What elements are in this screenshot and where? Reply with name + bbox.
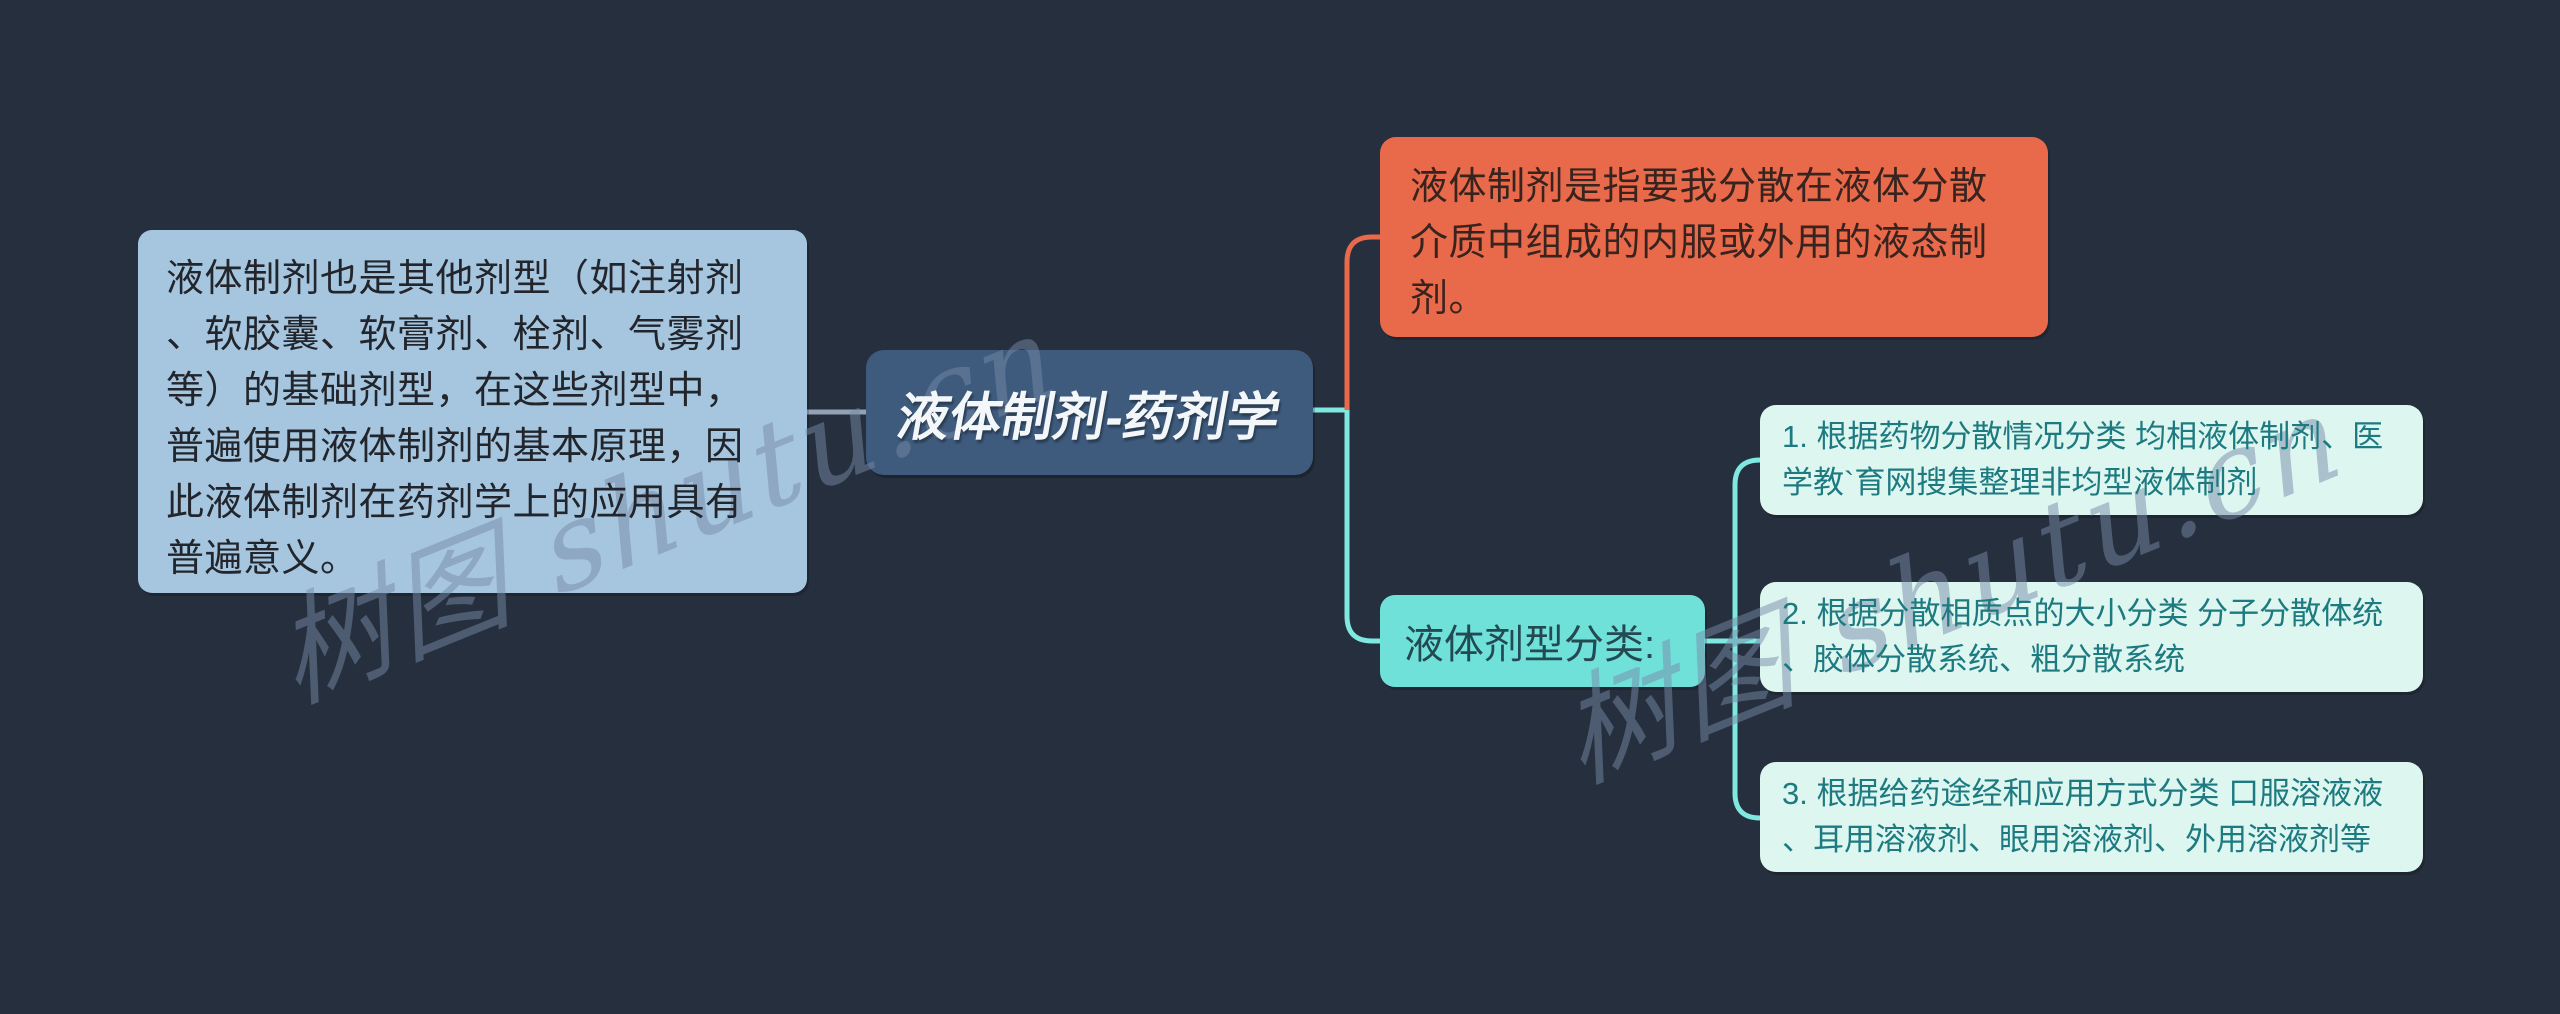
left-note-text: 液体制剂也是其他剂型（如注射剂 、软胶囊、软膏剂、栓剂、气雾剂 等）的基础剂型，… (166, 258, 744, 580)
connector-definition-note (1344, 234, 1381, 412)
connector-items-bracket (1732, 457, 1761, 821)
root-node[interactable]: 液体制剂-药剂学 (866, 350, 1313, 475)
classification-item-1-text: 1. 根据药物分散情况分类 均相液体制剂、医 学教`育网搜集整理非均型液体制剂 (1782, 419, 2384, 500)
connector-classification-node (1344, 410, 1381, 644)
root-node-title: 液体制剂-药剂学 (892, 389, 1285, 447)
classification-node[interactable]: 液体剂型分类: (1380, 595, 1705, 687)
classification-item-1[interactable]: 1. 根据药物分散情况分类 均相液体制剂、医 学教`育网搜集整理非均型液体制剂 (1760, 405, 2423, 515)
definition-note-text: 液体制剂是指要我分散在液体分散 介质中组成的内服或外用的液态制 剂。 (1410, 166, 1988, 320)
classification-item-3[interactable]: 3. 根据给药途经和应用方式分类 口服溶液液 、耳用溶液剂、眼用溶液剂、外用溶液… (1760, 762, 2423, 872)
classification-item-2-text: 2. 根据分散相质点的大小分类 分子分散体统 、胶体分散系统、粗分散系统 (1782, 596, 2384, 677)
definition-note-node[interactable]: 液体制剂是指要我分散在液体分散 介质中组成的内服或外用的液态制 剂。 (1380, 137, 2048, 337)
classification-node-label: 液体剂型分类: (1404, 623, 1656, 667)
classification-item-2[interactable]: 2. 根据分散相质点的大小分类 分子分散体统 、胶体分散系统、粗分散系统 (1760, 582, 2423, 692)
left-note-node[interactable]: 液体制剂也是其他剂型（如注射剂 、软胶囊、软膏剂、栓剂、气雾剂 等）的基础剂型，… (138, 230, 807, 593)
classification-item-3-text: 3. 根据给药途经和应用方式分类 口服溶液液 、耳用溶液剂、眼用溶液剂、外用溶液… (1782, 776, 2384, 857)
